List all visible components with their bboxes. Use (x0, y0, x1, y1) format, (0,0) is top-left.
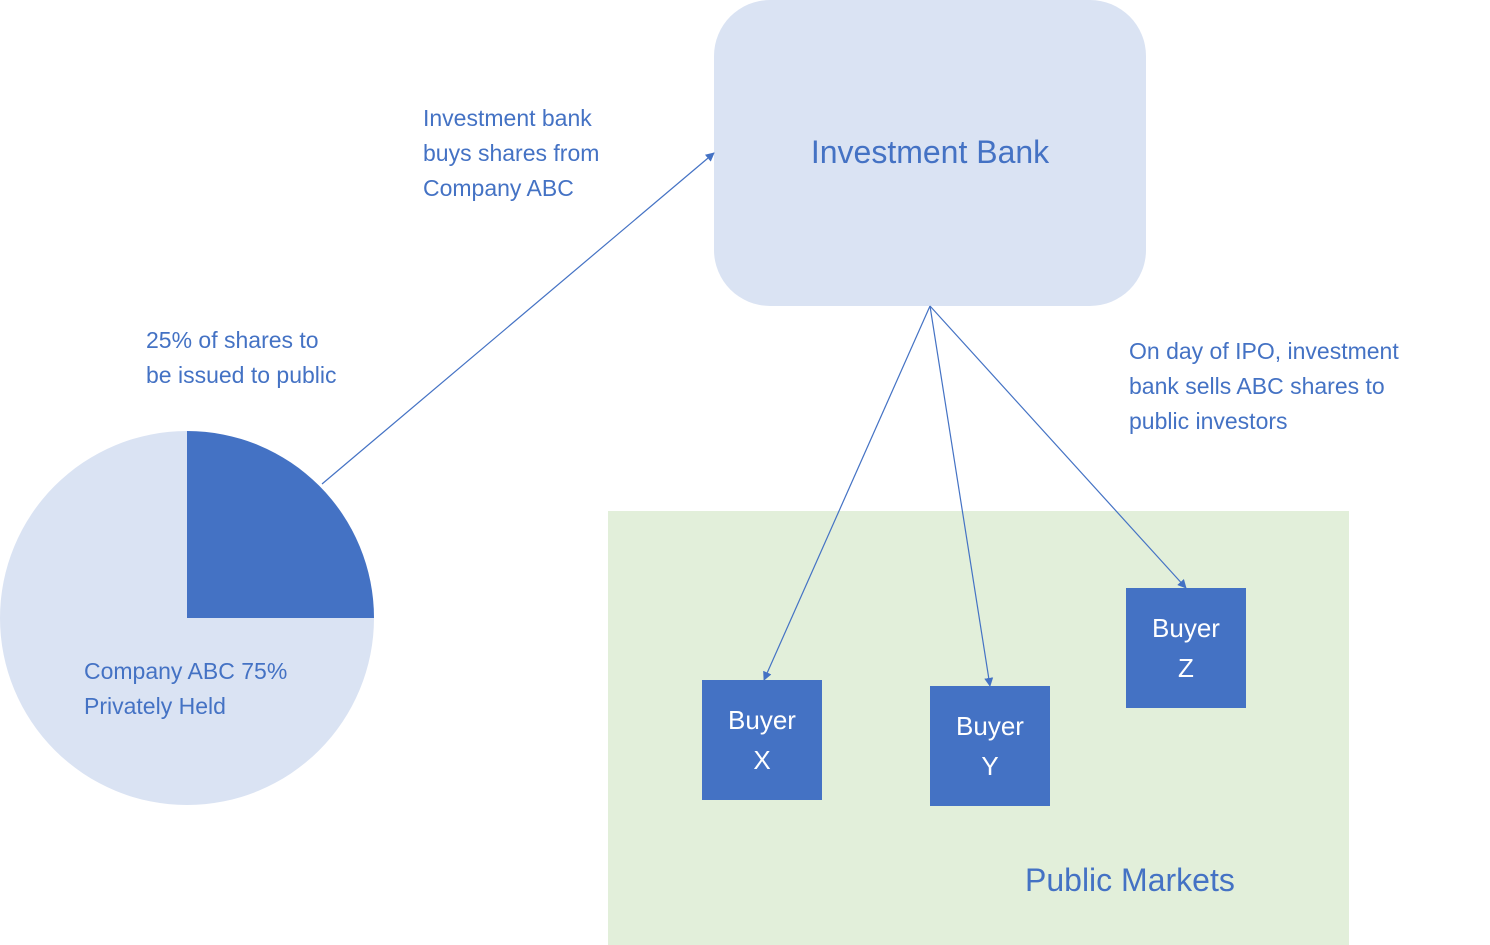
arrow-bank-to-buyer-x (763, 305, 931, 681)
arrow-bank-to-buyer-y (929, 305, 994, 687)
ownership-pie (0, 431, 374, 805)
buyer-x-line2: X (753, 745, 771, 775)
arrow-bank-to-buyer-z (929, 305, 1187, 589)
buyer-x-line1: Buyer (728, 705, 796, 735)
public-share-label: 25% of shares to be issued to public (146, 327, 337, 388)
buyer-z-line2: Z (1178, 653, 1194, 683)
buyer-z-node[interactable]: Buyer Z (1126, 588, 1246, 708)
buyer-z-line1: Buyer (1152, 613, 1220, 643)
investment-bank-label: Investment Bank (810, 133, 1050, 170)
arrow-company-to-bank (321, 152, 715, 485)
ipo-day-annotation: On day of IPO, investment bank sells ABC… (1129, 338, 1399, 434)
private-share-label: Company ABC 75% Privately Held (84, 658, 288, 719)
pie-slice-public (187, 431, 374, 618)
buyer-y-line1: Buyer (956, 711, 1024, 741)
buyer-x-node[interactable]: Buyer X (702, 680, 822, 800)
bank-buys-annotation: Investment bank buys shares from Company… (423, 105, 600, 201)
pie-slice-private (0, 431, 374, 805)
buyer-y-node[interactable]: Buyer Y (930, 686, 1050, 806)
buyer-y-line2: Y (981, 751, 999, 781)
investment-bank-node[interactable]: Investment Bank (714, 0, 1146, 306)
public-markets-label: Public Markets (1025, 862, 1235, 898)
